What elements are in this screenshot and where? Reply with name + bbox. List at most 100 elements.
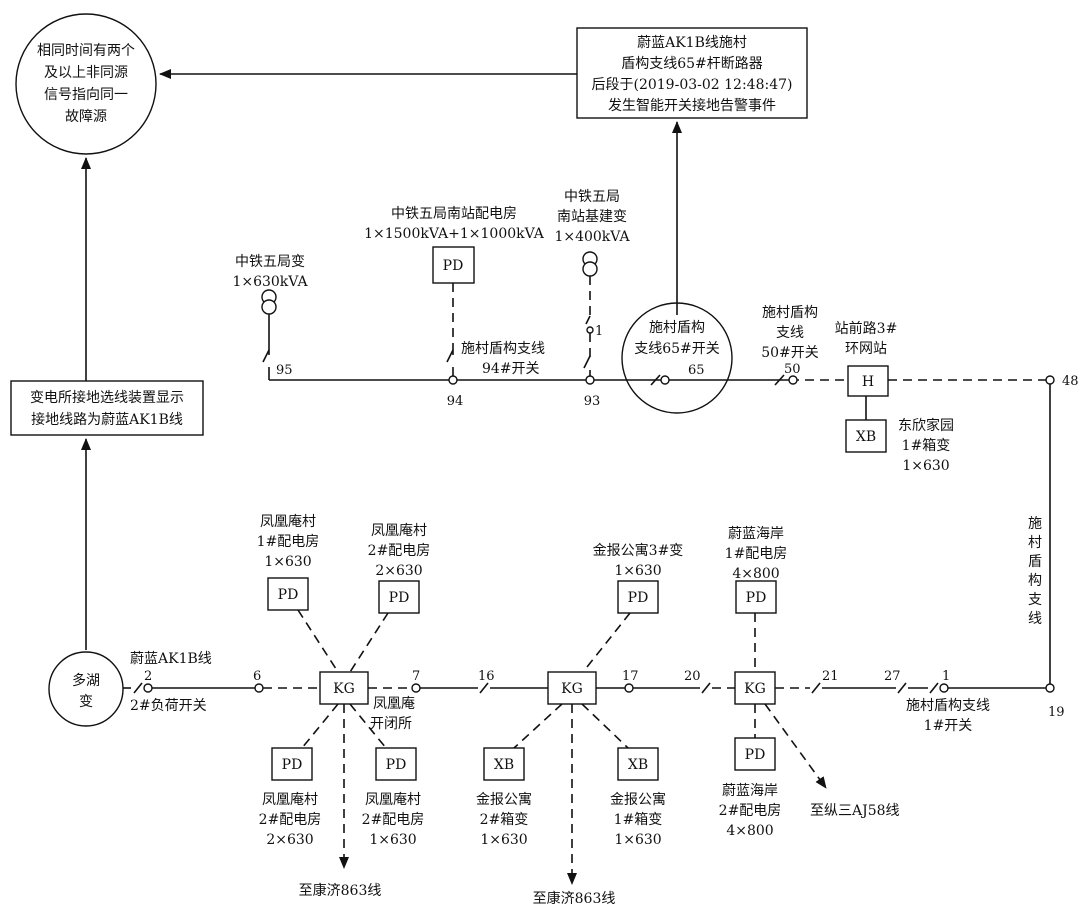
svg-text:盾: 盾	[1028, 554, 1042, 570]
to-zongsan-arrow	[764, 703, 827, 789]
svg-text:65: 65	[688, 363, 705, 378]
svg-text:1×630: 1×630	[369, 832, 416, 848]
switch-93-node	[585, 375, 595, 385]
svg-text:94#开关: 94#开关	[482, 361, 540, 377]
svg-text:村: 村	[1028, 535, 1042, 551]
svg-text:4×800: 4×800	[732, 566, 779, 582]
switch-2-label: 2#负荷开关	[130, 698, 207, 714]
switch-1-label: 1#开关	[924, 718, 973, 734]
svg-text:支线65#开关: 支线65#开关	[634, 341, 720, 357]
svg-text:金报公寓: 金报公寓	[610, 791, 666, 808]
svg-text:1×630: 1×630	[264, 554, 311, 570]
switch-50: 施村盾构 支线 50#开关 50	[761, 305, 819, 386]
label-48: 48	[1062, 374, 1079, 389]
svg-text:2#配电房: 2#配电房	[368, 543, 431, 559]
switch-icon	[262, 349, 270, 363]
svg-text:变: 变	[79, 694, 93, 710]
svg-text:金报公寓3#变: 金报公寓3#变	[593, 542, 684, 559]
switch-50-node	[788, 375, 798, 385]
svg-text:凤凰庵村: 凤凰庵村	[260, 513, 316, 530]
to-kangji-label-2: 至康济863线	[533, 890, 616, 907]
switch-icon	[650, 374, 661, 386]
feeder-name: 蔚蓝AK1B线	[130, 651, 212, 667]
svg-text:蔚蓝AK1B线施村: 蔚蓝AK1B线施村	[637, 35, 747, 51]
to-kangji-label-1: 至康济863线	[299, 882, 382, 899]
svg-text:1×400kVA: 1×400kVA	[554, 229, 630, 245]
svg-text:PD: PD	[282, 757, 303, 773]
svg-text:KG: KG	[561, 681, 583, 697]
switch-icon	[811, 682, 821, 694]
svg-text:1×630kVA: 1×630kVA	[232, 274, 308, 290]
switch-65-highlight-circle: 施村盾构 支线65#开关 65	[621, 302, 733, 414]
node-19	[1045, 683, 1055, 693]
svg-text:1×1500kVA+1×1000kVA: 1×1500kVA+1×1000kVA	[364, 226, 545, 242]
svg-text:中铁五局南站配电房: 中铁五局南站配电房	[391, 206, 517, 222]
svg-text:1×630: 1×630	[614, 563, 661, 579]
weilan-load-2: PD 蔚蓝海岸 2#配电房 4×800	[719, 704, 781, 839]
svg-text:金报公寓: 金报公寓	[476, 791, 532, 808]
switch-icon	[897, 682, 907, 694]
label-27: 27	[884, 669, 901, 684]
svg-text:站前路3#: 站前路3#	[835, 320, 898, 337]
svg-text:及以上非同源: 及以上非同源	[44, 65, 128, 81]
svg-text:施村盾构支线: 施村盾构支线	[461, 341, 545, 357]
svg-text:PD: PD	[745, 747, 766, 763]
jinbao-load-2: XB 金报公寓 2#箱变 1×630	[476, 703, 563, 848]
svg-text:KG: KG	[744, 681, 766, 697]
transformer-icon	[582, 261, 598, 277]
svg-text:93: 93	[584, 394, 601, 409]
svg-text:南站基建变: 南站基建变	[557, 208, 627, 225]
svg-text:相同时间有两个: 相同时间有两个	[37, 43, 135, 59]
fhs-load-2-bottom-b: PD 凤凰庵村 2#配电房 1×630	[349, 703, 424, 848]
jinbao-load-3: 金报公寓3#变 1×630 PD	[582, 542, 684, 673]
switch-icon	[583, 355, 591, 369]
jinbao-load-1: XB 金报公寓 1#箱变 1×630	[581, 703, 666, 848]
switch-icon	[774, 374, 785, 386]
svg-text:1×630: 1×630	[614, 832, 661, 848]
transformer-icon	[261, 299, 277, 315]
svg-text:东欣家园: 东欣家园	[898, 417, 954, 434]
fhs-kaibisuo-label: 凤凰庵	[373, 695, 415, 712]
fhs-load-2-bottom: PD 凤凰庵村 2#配电房 2×630	[259, 703, 339, 848]
svg-text:环网站: 环网站	[845, 341, 887, 357]
switch-65-node	[660, 375, 670, 385]
svg-text:构: 构	[1028, 573, 1042, 589]
ztj-south-distribution-room: 中铁五局南站配电房 1×1500kVA+1×1000kVA PD 94 施村盾构…	[364, 206, 545, 409]
svg-text:施村盾构: 施村盾构	[649, 320, 705, 336]
label-17: 17	[622, 669, 639, 684]
svg-text:PD: PD	[443, 258, 464, 274]
svg-text:支: 支	[1028, 592, 1042, 608]
fhs-kaibisuo-label: 开闭所	[370, 716, 412, 732]
node-48	[1045, 375, 1055, 385]
label-7: 7	[412, 669, 420, 684]
switch-icon	[479, 682, 489, 694]
svg-text:95: 95	[276, 363, 293, 378]
label-19: 19	[1048, 705, 1065, 720]
switch-1-label: 施村盾构支线	[906, 698, 990, 714]
svg-text:PD: PD	[389, 590, 410, 606]
label-20: 20	[684, 669, 701, 684]
svg-text:H: H	[862, 374, 874, 390]
label-1: 1	[942, 669, 950, 684]
line-selection-box: 变电所接地选线装置显示 接地线路为蔚蓝AK1B线	[10, 380, 204, 436]
ztj-transformer: 中铁五局变 1×630kVA 95	[232, 254, 308, 380]
svg-text:中铁五局: 中铁五局	[564, 189, 620, 205]
switch-icon	[446, 349, 454, 363]
svg-text:凤凰庵村: 凤凰庵村	[262, 791, 318, 808]
svg-text:XB: XB	[856, 429, 876, 445]
svg-text:PD: PD	[628, 590, 649, 606]
svg-text:1#配电房: 1#配电房	[257, 534, 320, 550]
svg-text:4×800: 4×800	[726, 823, 773, 839]
svg-text:PD: PD	[746, 590, 767, 606]
svg-text:支线: 支线	[776, 325, 804, 341]
svg-text:线: 线	[1028, 611, 1042, 627]
svg-text:1#箱变: 1#箱变	[614, 812, 663, 828]
weilan-load-1: 蔚蓝海岸 1#配电房 4×800 PD	[725, 526, 787, 672]
svg-text:施: 施	[1028, 516, 1042, 532]
duohu-substation: 多湖 变	[48, 651, 124, 727]
svg-text:1×630: 1×630	[902, 458, 949, 474]
svg-text:中铁五局变: 中铁五局变	[235, 254, 305, 270]
svg-text:后段于(2019-03-02 12:48:47): 后段于(2019-03-02 12:48:47)	[592, 77, 793, 93]
svg-text:94: 94	[447, 394, 464, 409]
svg-text:凤凰庵村: 凤凰庵村	[365, 791, 421, 808]
